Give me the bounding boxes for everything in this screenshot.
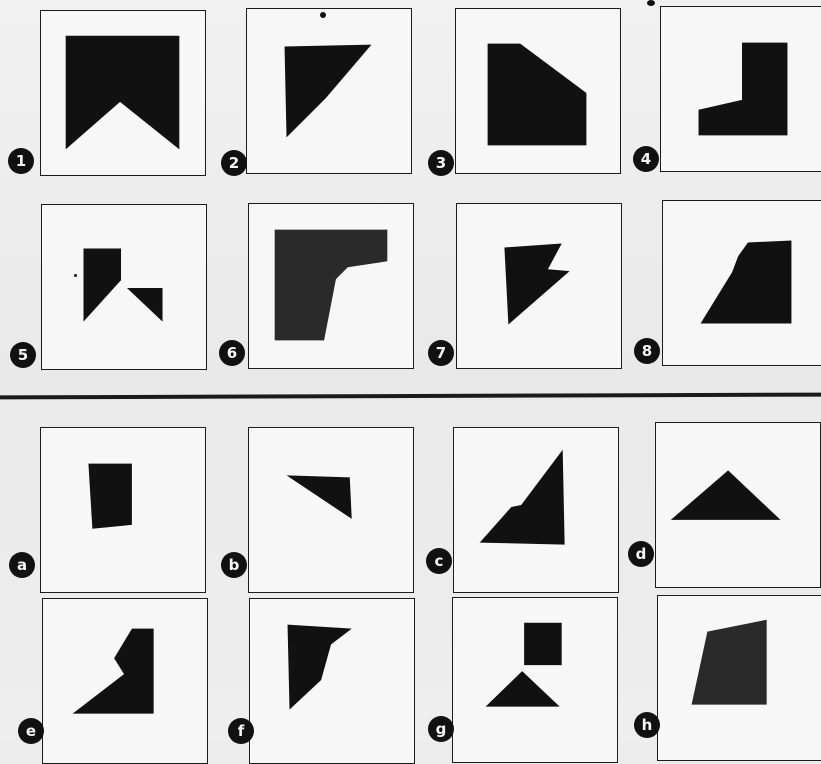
label-badge-e: e xyxy=(18,718,44,744)
ink-speck xyxy=(320,12,326,18)
ink-speck xyxy=(74,274,77,277)
label-badge-b: b xyxy=(221,552,247,578)
figure-card-6 xyxy=(248,203,414,369)
option-card-d xyxy=(655,422,821,588)
figure-card-8 xyxy=(662,200,821,366)
label-badge-h: h xyxy=(634,712,660,738)
option-card-g xyxy=(452,597,618,763)
option-b-shape xyxy=(249,428,413,592)
label-badge-d: d xyxy=(628,541,654,567)
figure-6-shape xyxy=(249,204,413,368)
label-badge-4: 4 xyxy=(633,146,659,172)
label-badge-a: a xyxy=(9,552,35,578)
option-d-shape xyxy=(656,423,820,587)
figure-card-4 xyxy=(660,6,821,172)
label-badge-6: 6 xyxy=(219,340,245,366)
label-badge-7: 7 xyxy=(428,340,454,366)
label-badge-5: 5 xyxy=(10,342,36,368)
option-card-f xyxy=(249,598,415,764)
option-card-a xyxy=(40,427,206,593)
option-a-shape xyxy=(41,428,205,592)
figure-7-shape xyxy=(457,204,621,368)
figure-1-shape xyxy=(41,11,205,175)
figure-4-shape xyxy=(661,7,821,171)
option-f-shape xyxy=(250,599,414,763)
option-card-c xyxy=(453,427,619,593)
figure-card-7 xyxy=(456,203,622,369)
label-badge-f: f xyxy=(228,718,254,744)
option-c-shape xyxy=(454,428,618,592)
option-e-shape xyxy=(43,599,207,763)
figure-2-shape xyxy=(247,9,411,173)
option-card-b xyxy=(248,427,414,593)
label-badge-2: 2 xyxy=(221,150,247,176)
ink-speck xyxy=(647,0,655,6)
option-h-shape xyxy=(658,596,821,760)
option-g-shape xyxy=(453,598,617,762)
figure-8-shape xyxy=(663,201,821,365)
label-badge-c: c xyxy=(426,548,452,574)
figure-3-shape xyxy=(456,9,620,173)
figure-card-1 xyxy=(40,10,206,176)
figure-card-5 xyxy=(41,204,207,370)
figure-card-2 xyxy=(246,8,412,174)
label-badge-3: 3 xyxy=(428,150,454,176)
option-card-e xyxy=(42,598,208,764)
label-badge-1: 1 xyxy=(8,148,34,174)
label-badge-g: g xyxy=(428,716,454,742)
figure-card-3 xyxy=(455,8,621,174)
label-badge-8: 8 xyxy=(634,338,660,364)
option-card-h xyxy=(657,595,821,761)
figure-5-shape xyxy=(42,205,206,369)
